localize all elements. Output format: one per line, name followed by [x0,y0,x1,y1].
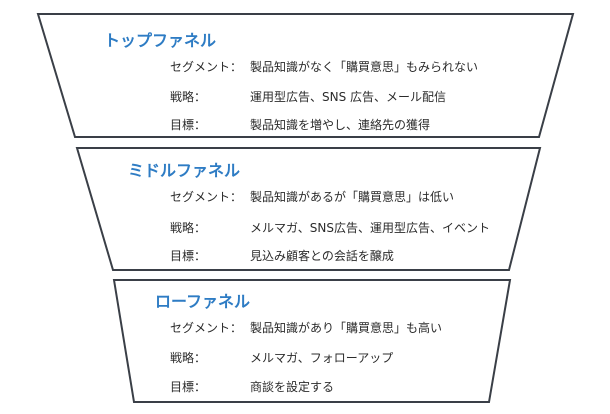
tier-top-goal-label: 目標： [170,118,207,132]
tier-middle-goal-label: 目標： [170,249,207,263]
tier-middle-goal-value: 見込み顧客との会話を醸成 [250,249,394,263]
tier-top-segment-label: セグメント： [170,60,243,74]
tier-bottom-segment-value: 製品知識があり「購買意思」も高い [250,321,443,335]
funnel-tier-middle-shape [75,147,542,271]
tier-middle-segment-label: セグメント： [170,190,243,204]
tier-top-segment-value: 製品知識がなく「購買意思」もみられない [250,60,479,74]
tier-title-bottom: ローファネル [155,292,251,311]
tier-bottom-strategy-label: 戦略： [170,351,207,365]
funnel-tier-bottom-shape [112,279,512,403]
tier-middle-strategy-value: メルマガ、SNS広告、運用型広告、イベント [250,221,490,235]
tier-bottom-goal-value: 商談を設定する [250,380,335,394]
tier-top-strategy-value: 運用型広告、SNS 広告、メール配信 [250,90,447,104]
tier-top-goal-value: 製品知識を増やし、連絡先の獲得 [250,118,431,132]
tier-bottom-segment-label: セグメント： [170,321,243,335]
tier-bottom-strategy-value: メルマガ、フォローアップ [250,351,394,365]
tier-middle-strategy-label: 戦略： [170,221,207,235]
tier-middle-segment-value: 製品知識があるが「購買意思」は低い [250,190,455,204]
tier-title-top: トップファネル [104,31,217,50]
tier-bottom-goal-label: 目標： [170,380,207,394]
tier-title-middle: ミドルファネル [128,161,241,180]
tier-top-strategy-label: 戦略： [170,90,207,104]
funnel-tier-top-shape [36,13,575,138]
